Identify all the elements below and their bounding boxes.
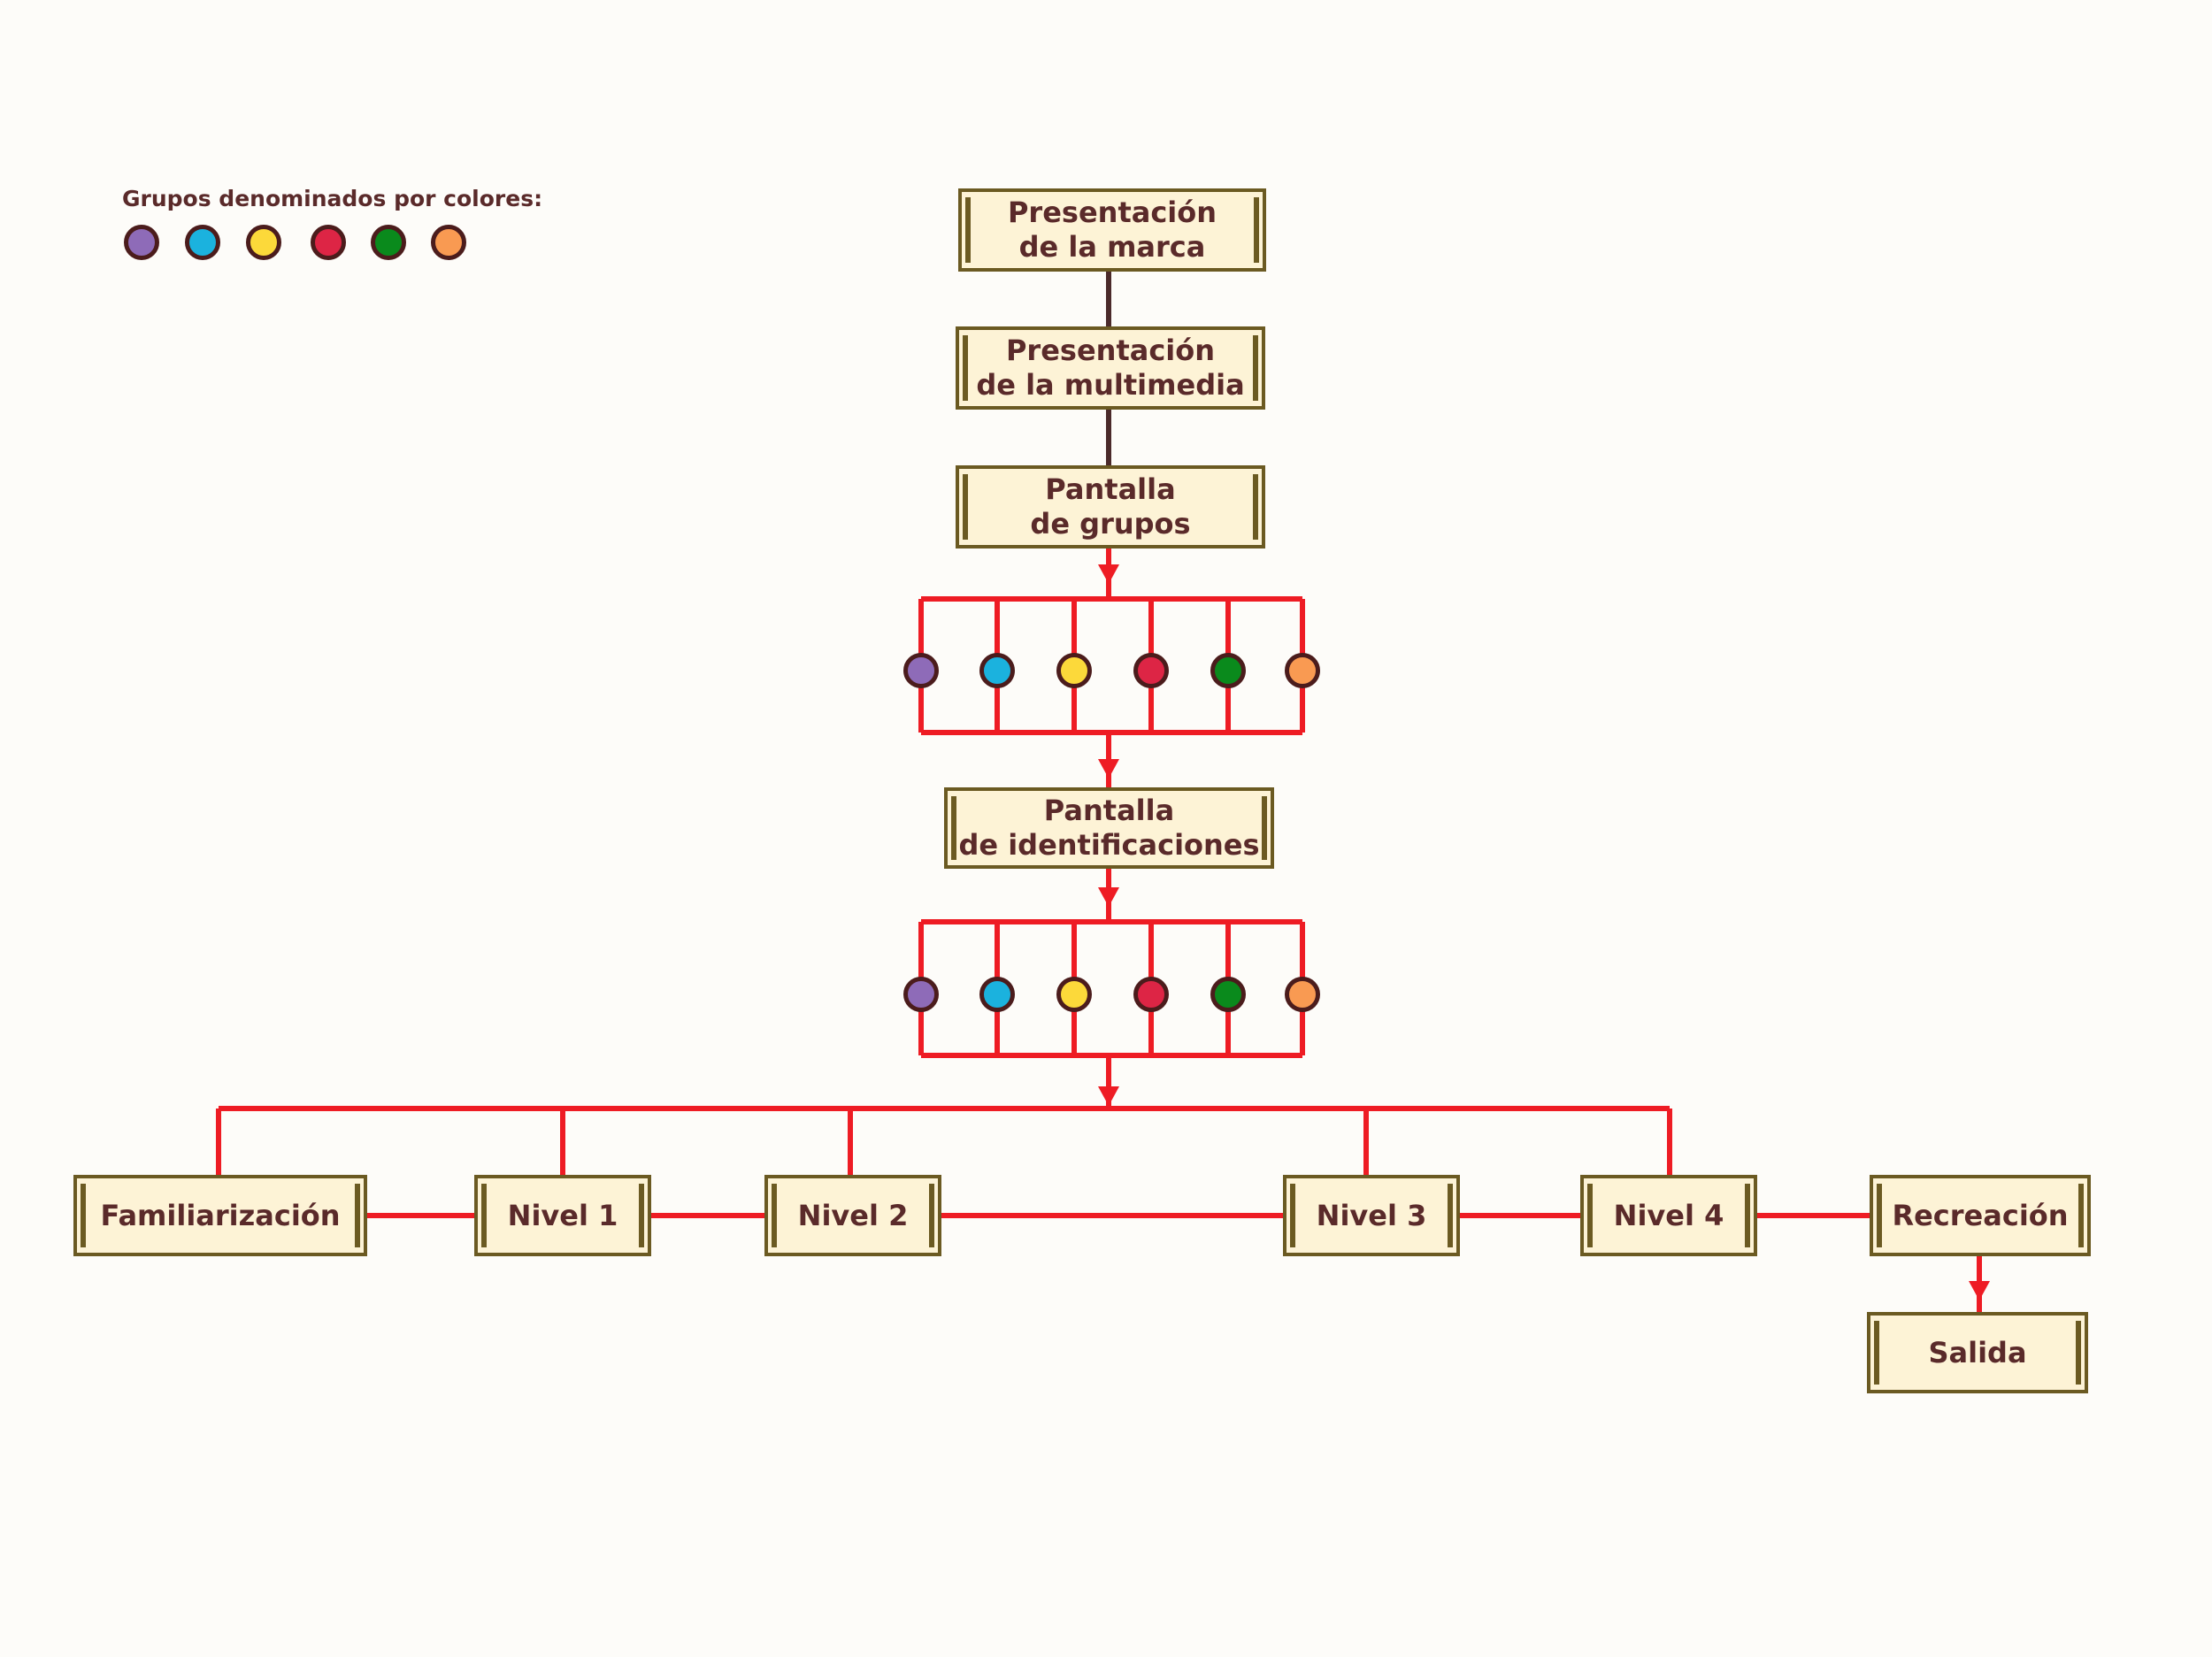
color-group-dot (1285, 977, 1320, 1012)
node-line: Pantalla (1043, 794, 1175, 827)
node-line: de grupos (1030, 507, 1191, 541)
node-line: de la multimedia (976, 368, 1245, 402)
node-recreacion: Recreación (1870, 1175, 2091, 1256)
arrow-head (1969, 1281, 1990, 1300)
legend-title: Grupos denominados por colores: (122, 186, 543, 211)
node-nivel-4: Nivel 4 (1580, 1175, 1757, 1256)
color-group-dot (903, 977, 939, 1012)
color-group-dot (124, 225, 159, 260)
color-group-dot (311, 225, 346, 260)
color-group-dot (903, 653, 939, 688)
color-group-dot (371, 225, 406, 260)
node-pantalla-identificaciones: Pantalla de identificaciones (944, 787, 1274, 869)
color-group-dot (1285, 653, 1320, 688)
arrow-head (1098, 564, 1119, 584)
color-group-dot (979, 977, 1015, 1012)
color-group-dot (979, 653, 1015, 688)
node-nivel-3: Nivel 3 (1283, 1175, 1460, 1256)
node-presentacion-multimedia: Presentación de la multimedia (956, 326, 1265, 410)
color-group-dot (1056, 977, 1092, 1012)
node-line: Presentación (1007, 196, 1217, 229)
node-familiarizacion: Familiarización (73, 1175, 367, 1256)
node-line: Pantalla (1045, 472, 1176, 506)
arrow-head (1098, 759, 1119, 779)
color-group-dot (1056, 653, 1092, 688)
node-line: de la marca (1018, 230, 1206, 264)
color-group-dot (1210, 977, 1246, 1012)
color-group-dot (431, 225, 466, 260)
color-group-dot (185, 225, 220, 260)
node-nivel-2: Nivel 2 (764, 1175, 941, 1256)
color-group-dot (1210, 653, 1246, 688)
arrow-head (1098, 887, 1119, 907)
node-salida: Salida (1867, 1312, 2088, 1393)
node-nivel-1: Nivel 1 (474, 1175, 651, 1256)
color-group-dot (1133, 653, 1169, 688)
node-presentacion-marca: Presentación de la marca (958, 188, 1266, 272)
arrow-head (1098, 1086, 1119, 1106)
node-pantalla-grupos: Pantalla de grupos (956, 465, 1265, 548)
color-group-dot (246, 225, 281, 260)
node-line: Presentación (1005, 334, 1216, 367)
node-line: de identificaciones (958, 828, 1260, 862)
color-group-dot (1133, 977, 1169, 1012)
